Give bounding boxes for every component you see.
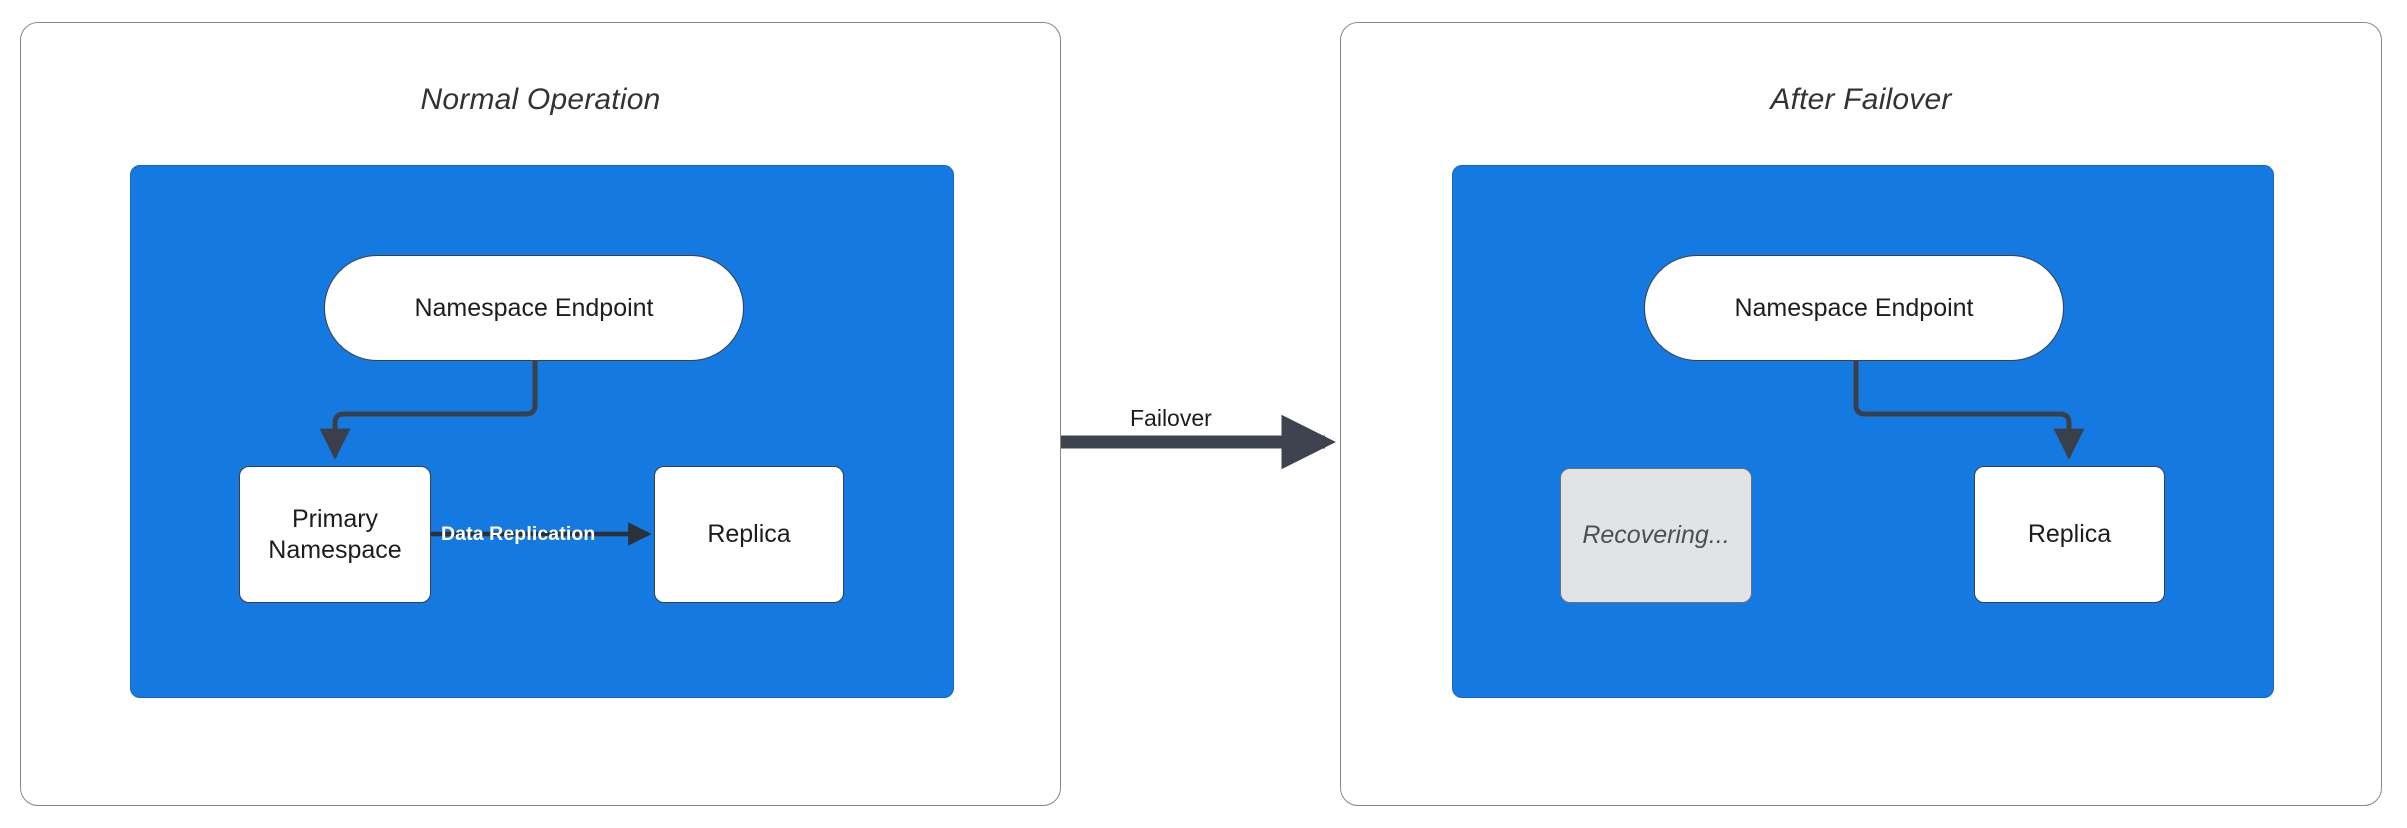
edge-label-data-replication: Data Replication [441,523,596,545]
node-recovering[interactable]: Recovering... [1560,468,1752,603]
node-label: Replica [2027,520,2112,549]
node-label: Primary Namespace [268,504,401,565]
node-label-line-2: Namespace [268,535,402,564]
node-replica-failover[interactable]: Replica [1974,466,2165,603]
cluster-box-after-failover [1452,165,2274,698]
node-label: Recovering... [1582,521,1730,550]
node-label: Namespace Endpoint [414,293,654,322]
node-label: Namespace Endpoint [1734,293,1974,322]
edge-label-failover: Failover [1130,405,1212,431]
node-label-line-1: Primary [291,505,379,533]
node-primary-namespace[interactable]: Primary Namespace [239,466,431,603]
panel-title-normal-operation: Normal Operation [420,83,661,116]
node-label: Replica [707,520,791,549]
cluster-box-normal-operation [130,165,954,698]
panel-title-after-failover: After Failover [1770,83,1952,116]
node-replica-normal[interactable]: Replica [654,466,844,603]
node-namespace-endpoint-normal[interactable]: Namespace Endpoint [324,255,744,361]
node-namespace-endpoint-failover[interactable]: Namespace Endpoint [1644,255,2064,361]
